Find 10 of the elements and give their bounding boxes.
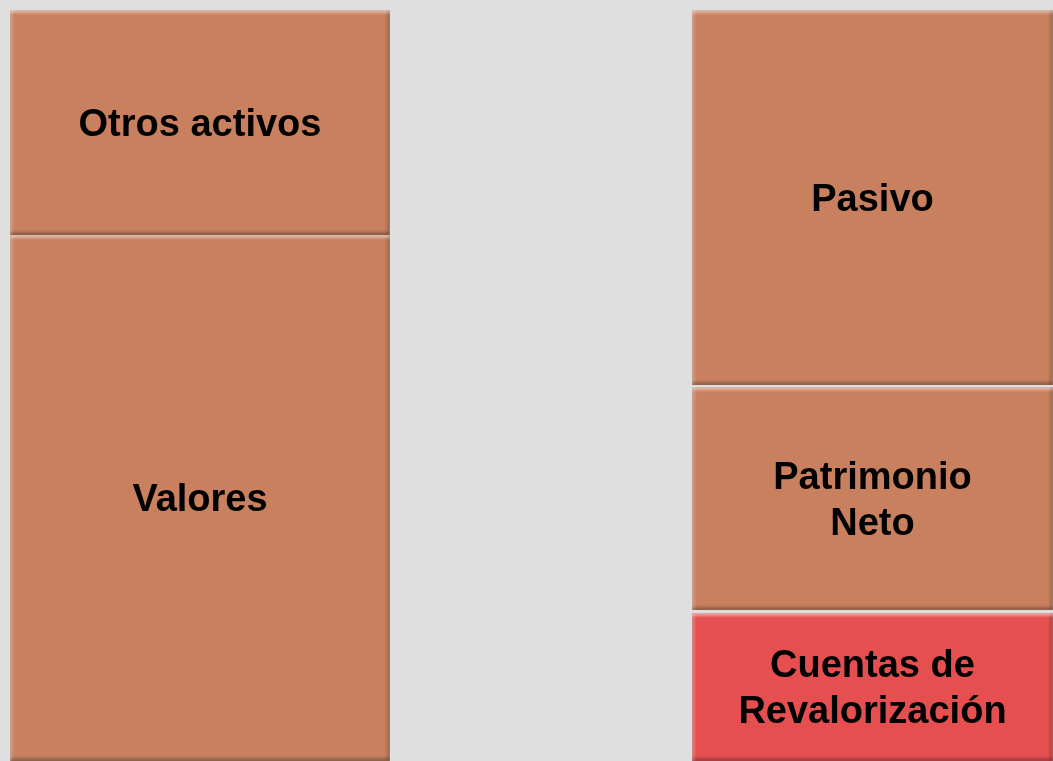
block-label: Otros activos (78, 100, 322, 146)
block-label: Cuentas de Revalorización (737, 642, 1008, 733)
block-label: Patrimonio Neto (772, 453, 973, 545)
balance-block (692, 10, 1053, 385)
block-label: Pasivo (811, 175, 934, 221)
balance-block (692, 613, 1053, 761)
balance-block (692, 387, 1053, 610)
balance-block (10, 235, 390, 761)
block-label: Valores (132, 476, 268, 521)
balance-block (10, 10, 390, 235)
